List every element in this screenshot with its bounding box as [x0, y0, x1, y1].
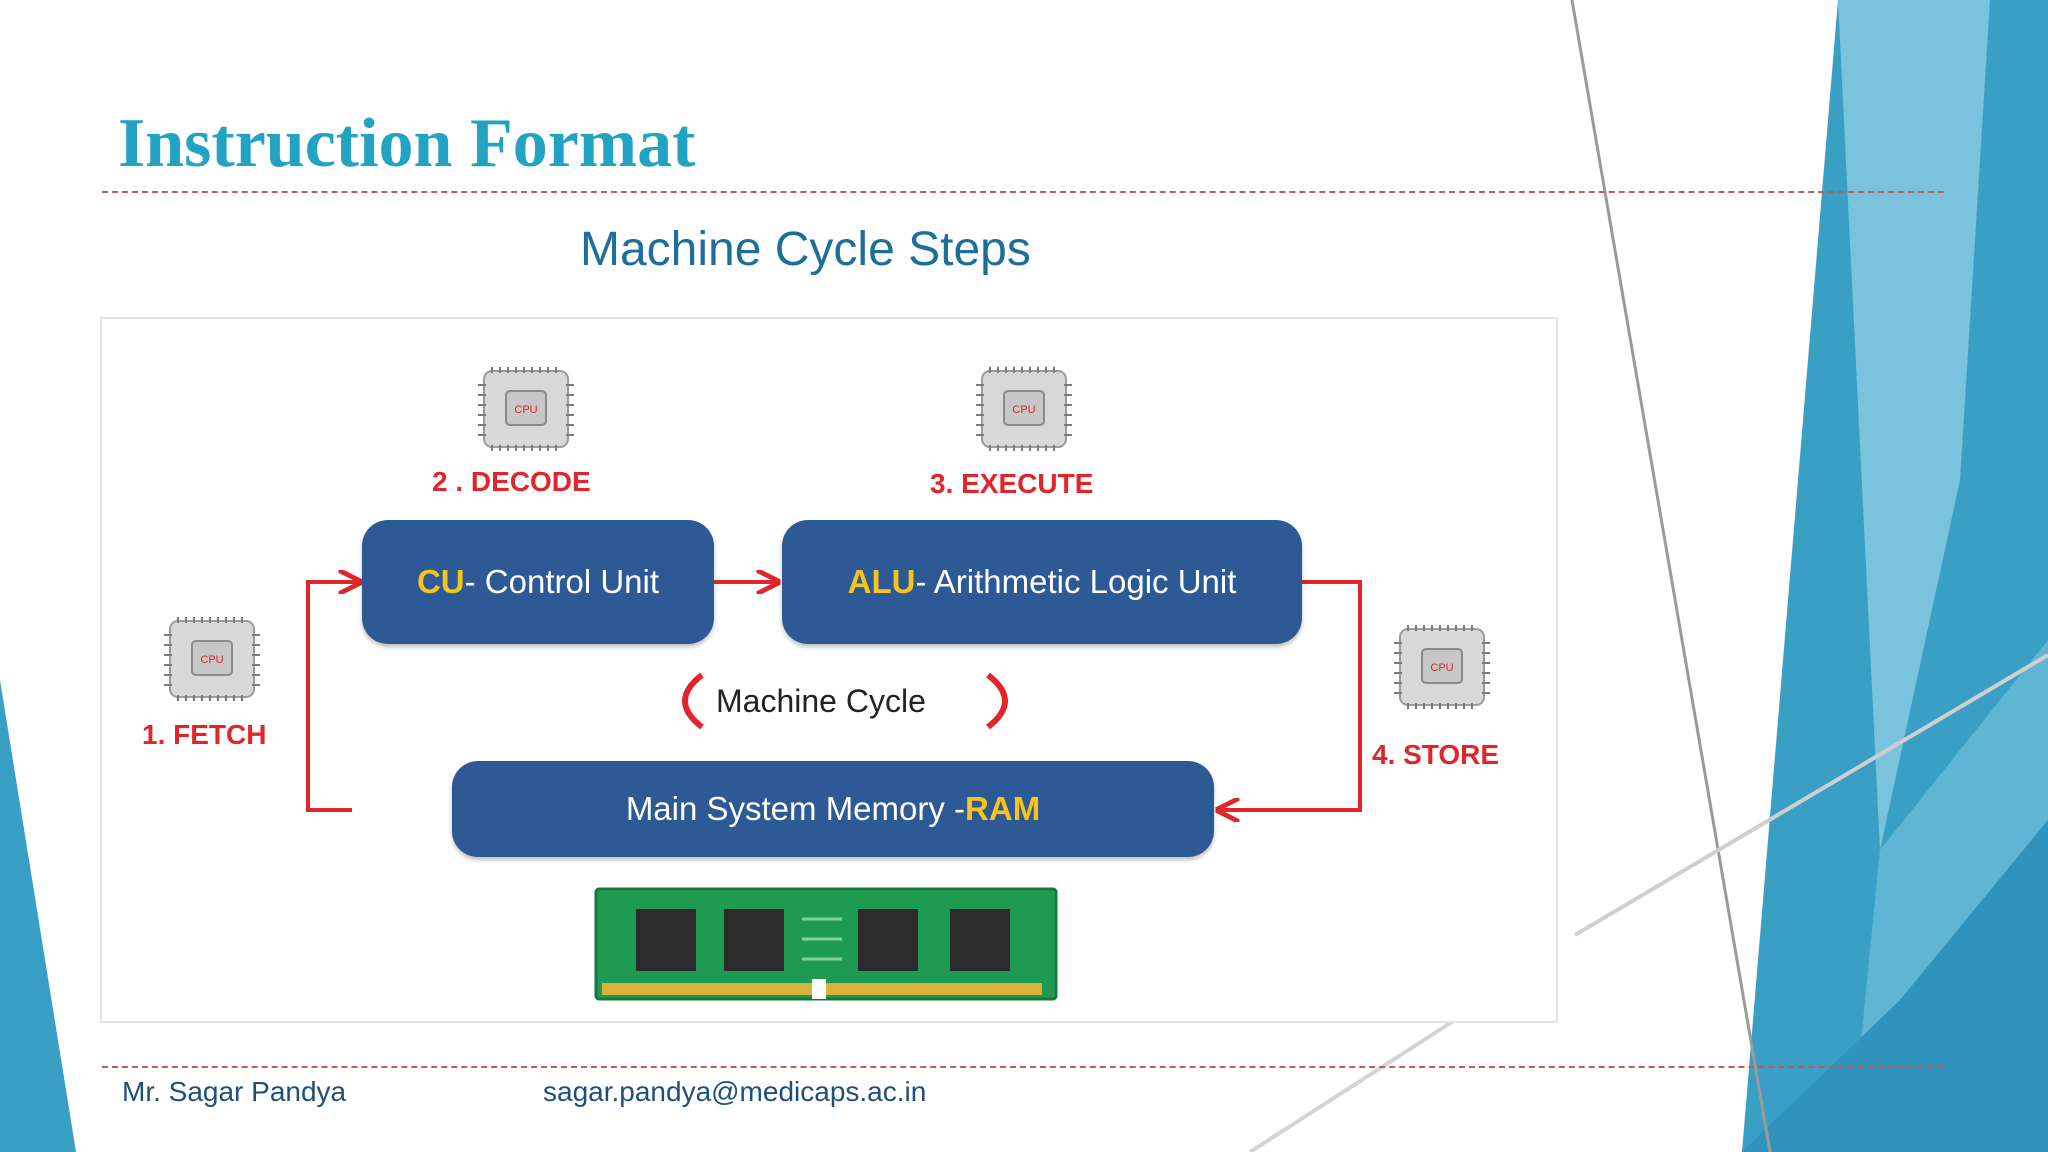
machine-cycle-label: Machine Cycle [716, 683, 926, 719]
ram-abbr: RAM [965, 790, 1041, 827]
diagonal-line [1570, 0, 1772, 1152]
cpu-chip-icon: CPU [976, 367, 1072, 451]
slide-title: Instruction Format [118, 105, 696, 182]
ram-main-memory-box: Main System Memory - RAM [452, 761, 1214, 857]
cpu-chip-label: CPU [1012, 404, 1035, 416]
cpu-chip-icon: CPU [164, 617, 260, 701]
step-store-label: 4. STORE [1372, 739, 1500, 770]
right-light-panel [1838, 0, 1990, 850]
cycle-arrows [306, 319, 1362, 1001]
right-deep-panel [1742, 820, 2048, 1152]
diagonal-line [1573, 653, 2048, 937]
cycle-left-arc [682, 672, 704, 730]
footer-email: sagar.pandya@medicaps.ac.in [543, 1076, 927, 1107]
cycle-right-arc [986, 672, 1008, 730]
diagram-subtitle: Machine Cycle Steps [580, 223, 1031, 276]
ram-module-image [594, 887, 1058, 1001]
footer-author: Mr. Sagar Pandya [122, 1076, 347, 1107]
diagonal-line [1248, 1018, 1457, 1152]
step-fetch-label: 1. FETCH [142, 719, 267, 750]
ram-label: Main System Memory - [625, 790, 966, 827]
cu-label: - Control Unit [464, 563, 660, 600]
cpu-chip-label: CPU [200, 654, 223, 666]
cpu-chip-label: CPU [1430, 662, 1453, 674]
left-teal-panel [0, 680, 76, 1152]
cpu-chip-icon: CPU [478, 367, 574, 451]
cu-abbr: CU [416, 563, 465, 600]
cu-control-unit-box: CU - Control Unit [362, 520, 714, 644]
step-execute-label: 3. EXECUTE [930, 468, 1094, 499]
footer-divider [102, 1066, 1944, 1068]
alu-label: - Arithmetic Logic Unit [915, 563, 1237, 600]
alu-abbr: ALU [847, 563, 916, 600]
step-decode-label: 2 . DECODE [432, 466, 591, 497]
cpu-chip-icon: CPU [1394, 625, 1490, 709]
alu-arithmetic-logic-unit-box: ALU - Arithmetic Logic Unit [782, 520, 1302, 644]
machine-cycle-diagram: CU - Control Unit ALU - Arithmetic Logic… [100, 317, 1558, 1023]
fetch-arrow [306, 582, 360, 812]
store-arrow [1218, 580, 1362, 810]
cpu-chip-label: CPU [514, 404, 537, 416]
header-divider [102, 191, 1944, 193]
